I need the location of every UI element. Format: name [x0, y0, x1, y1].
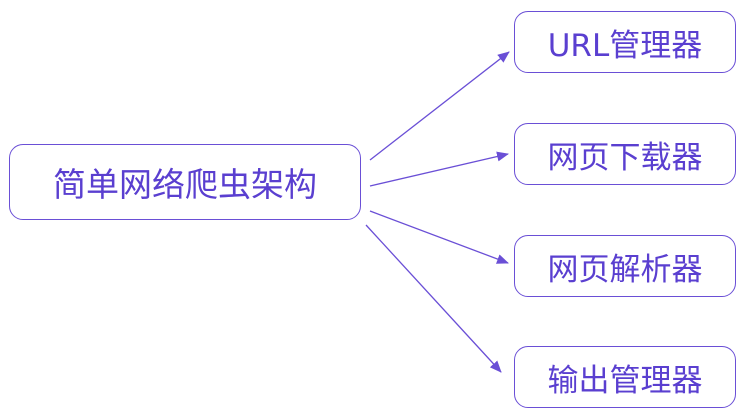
node-page-downloader: 网页下载器 — [514, 123, 736, 185]
node-output-manager: 输出管理器 — [514, 346, 736, 408]
node-page-parser-label: 网页解析器 — [547, 251, 703, 288]
root-node: 简单网络爬虫架构 — [9, 144, 361, 220]
edge-to-output-manager — [365, 224, 502, 373]
edge-to-page-downloader — [369, 151, 509, 187]
node-url-manager: URL管理器 — [514, 11, 736, 73]
edge-to-page-parser — [369, 210, 509, 264]
node-output-manager-label: 输出管理器 — [547, 362, 703, 399]
node-page-parser: 网页解析器 — [514, 235, 736, 297]
root-node-label: 简单网络爬虫架构 — [53, 165, 317, 204]
node-page-downloader-label: 网页下载器 — [547, 139, 703, 176]
node-url-manager-label: URL管理器 — [547, 27, 703, 64]
edge-to-url-manager — [369, 51, 510, 161]
